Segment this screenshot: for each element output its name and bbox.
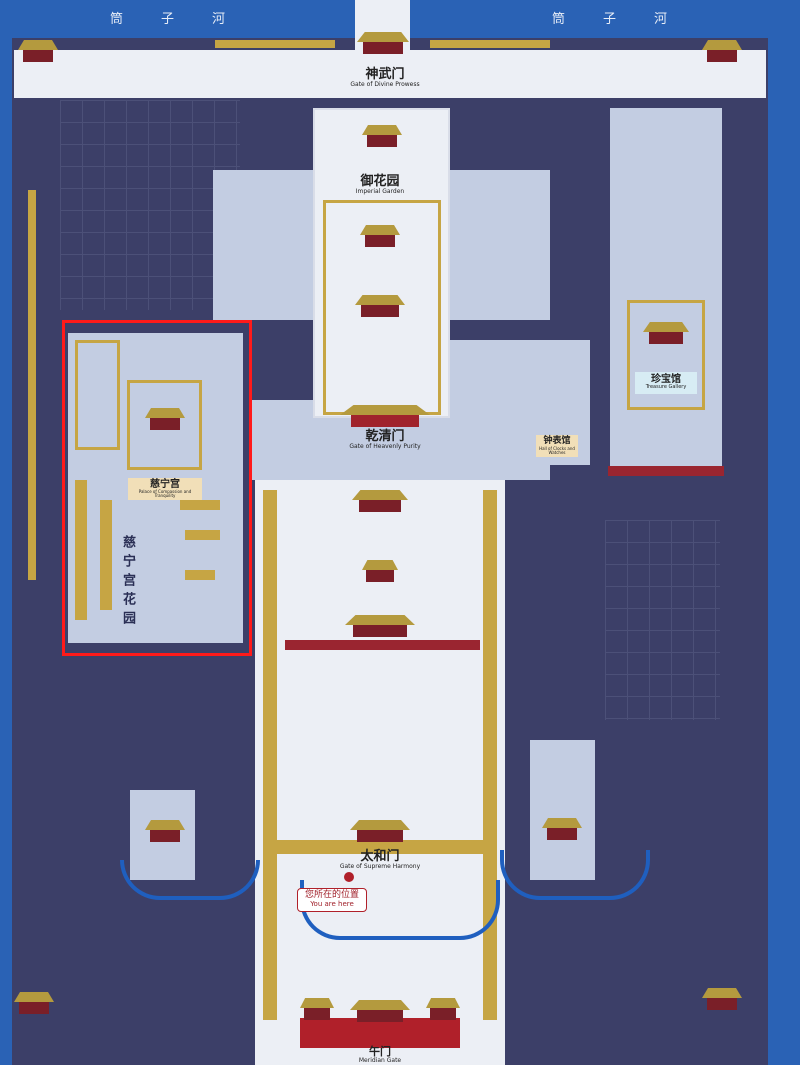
- label-en: You are here: [310, 899, 354, 908]
- building-bar: [75, 480, 87, 620]
- qianqing-gate-building: [340, 405, 430, 427]
- west-courtyards: [60, 100, 240, 310]
- label-cn: 钟表馆: [543, 436, 571, 446]
- wuying-building: [145, 820, 185, 842]
- inner-river-west: [120, 860, 260, 900]
- label-en: Palace of Compassion and Tranquility: [138, 489, 192, 499]
- label-en: Treasure Gallery: [645, 384, 687, 390]
- label-cn: 太和门: [360, 849, 400, 864]
- qianqing-gate-label[interactable]: 乾清门 Gate of Heavenly Purity: [330, 429, 440, 451]
- label-cn: 您所在的位置: [304, 890, 359, 900]
- building-bar: [100, 500, 112, 610]
- moat-label-right: 筒子河: [552, 12, 706, 27]
- label-cn: 乾清门: [365, 429, 405, 444]
- label-cn: 午门: [369, 1045, 391, 1058]
- garden-hall-building: [362, 125, 402, 147]
- service-bar: [430, 40, 550, 48]
- corner-tower-se: [702, 988, 742, 1016]
- taihe-terrace: [285, 640, 480, 650]
- palace-building: [355, 295, 405, 317]
- label-cn: 慈宁宫: [150, 479, 180, 490]
- cining-garden-label: 慈宁宫花园: [120, 535, 135, 630]
- imperial-garden-label: 御花园 Imperial Garden: [335, 174, 425, 196]
- label-en: Imperial Garden: [355, 188, 405, 196]
- highlight-box: [62, 320, 252, 656]
- palace-building: [360, 225, 400, 247]
- meridian-gate-wall: [300, 1018, 460, 1048]
- cining-building: [145, 408, 185, 430]
- label-en: Gate of Divine Prowess: [350, 81, 420, 89]
- label-cn: 神武门: [365, 67, 405, 82]
- imperial-garden[interactable]: [313, 108, 450, 418]
- meridian-gate-label[interactable]: 午门 Meridian Gate: [340, 1045, 420, 1065]
- taihe-corridor: [263, 840, 497, 854]
- label-en: Hall of Clocks and Watches: [539, 445, 575, 456]
- wenhua-building: [542, 818, 582, 840]
- label-cn: 御花园: [360, 174, 400, 189]
- zhonghe-hall-building: [362, 560, 398, 582]
- west-corridor: [263, 490, 277, 1020]
- you-are-here-marker: [344, 872, 354, 882]
- outer-court: [255, 420, 505, 1065]
- you-are-here-callout: 您所在的位置 You are here: [297, 888, 367, 912]
- shoukang-wall: [75, 340, 120, 450]
- corner-tower-ne: [702, 40, 742, 68]
- cining-wall: [127, 380, 202, 470]
- red-wall: [608, 466, 724, 476]
- building-bar: [180, 500, 220, 510]
- building-bar: [185, 530, 220, 540]
- baohe-hall-building: [352, 490, 408, 516]
- east-six-palaces: [450, 170, 550, 320]
- taihe-gate-label[interactable]: 太和门 Gate of Supreme Harmony: [330, 849, 430, 871]
- label-en: Gate of Heavenly Purity: [349, 443, 421, 451]
- meridian-pavilion: [300, 998, 334, 1020]
- east-courtyards: [605, 520, 720, 720]
- meridian-gate-building: [350, 1000, 410, 1026]
- label-en: Gate of Supreme Harmony: [339, 863, 421, 871]
- east-palace-area: [610, 108, 722, 468]
- label-cn: 珍宝馆: [651, 374, 681, 385]
- taihe-gate-building: [350, 820, 410, 846]
- service-bar: [215, 40, 335, 48]
- taihe-hall-building: [345, 615, 415, 647]
- shenwu-gate-building: [357, 32, 409, 58]
- wenhua-hall-area: [530, 740, 595, 880]
- shenwu-gate-label[interactable]: 神武门 Gate of Divine Prowess: [330, 67, 440, 89]
- label-en: Meridian Gate: [358, 1057, 402, 1065]
- cining-palace-label: 慈宁宫 Palace of Compassion and Tranquility: [128, 478, 202, 500]
- inner-river-east: [500, 850, 650, 900]
- moat-label-left: 筒子河: [110, 12, 264, 27]
- meridian-pavilion: [426, 998, 460, 1020]
- clock-hall-badge[interactable]: 钟表馆 Hall of Clocks and Watches: [536, 435, 578, 457]
- treasure-wall: [627, 300, 705, 410]
- east-corridor: [483, 490, 497, 1020]
- west-six-palaces: [213, 170, 313, 320]
- building-bar: [185, 570, 215, 580]
- treasure-gallery-badge[interactable]: 珍宝馆 Treasure Gallery: [635, 372, 697, 394]
- corner-tower-nw: [18, 40, 58, 68]
- west-wall-bar: [28, 190, 36, 580]
- corner-tower-sw: [14, 992, 54, 1020]
- treasure-building: [643, 322, 689, 344]
